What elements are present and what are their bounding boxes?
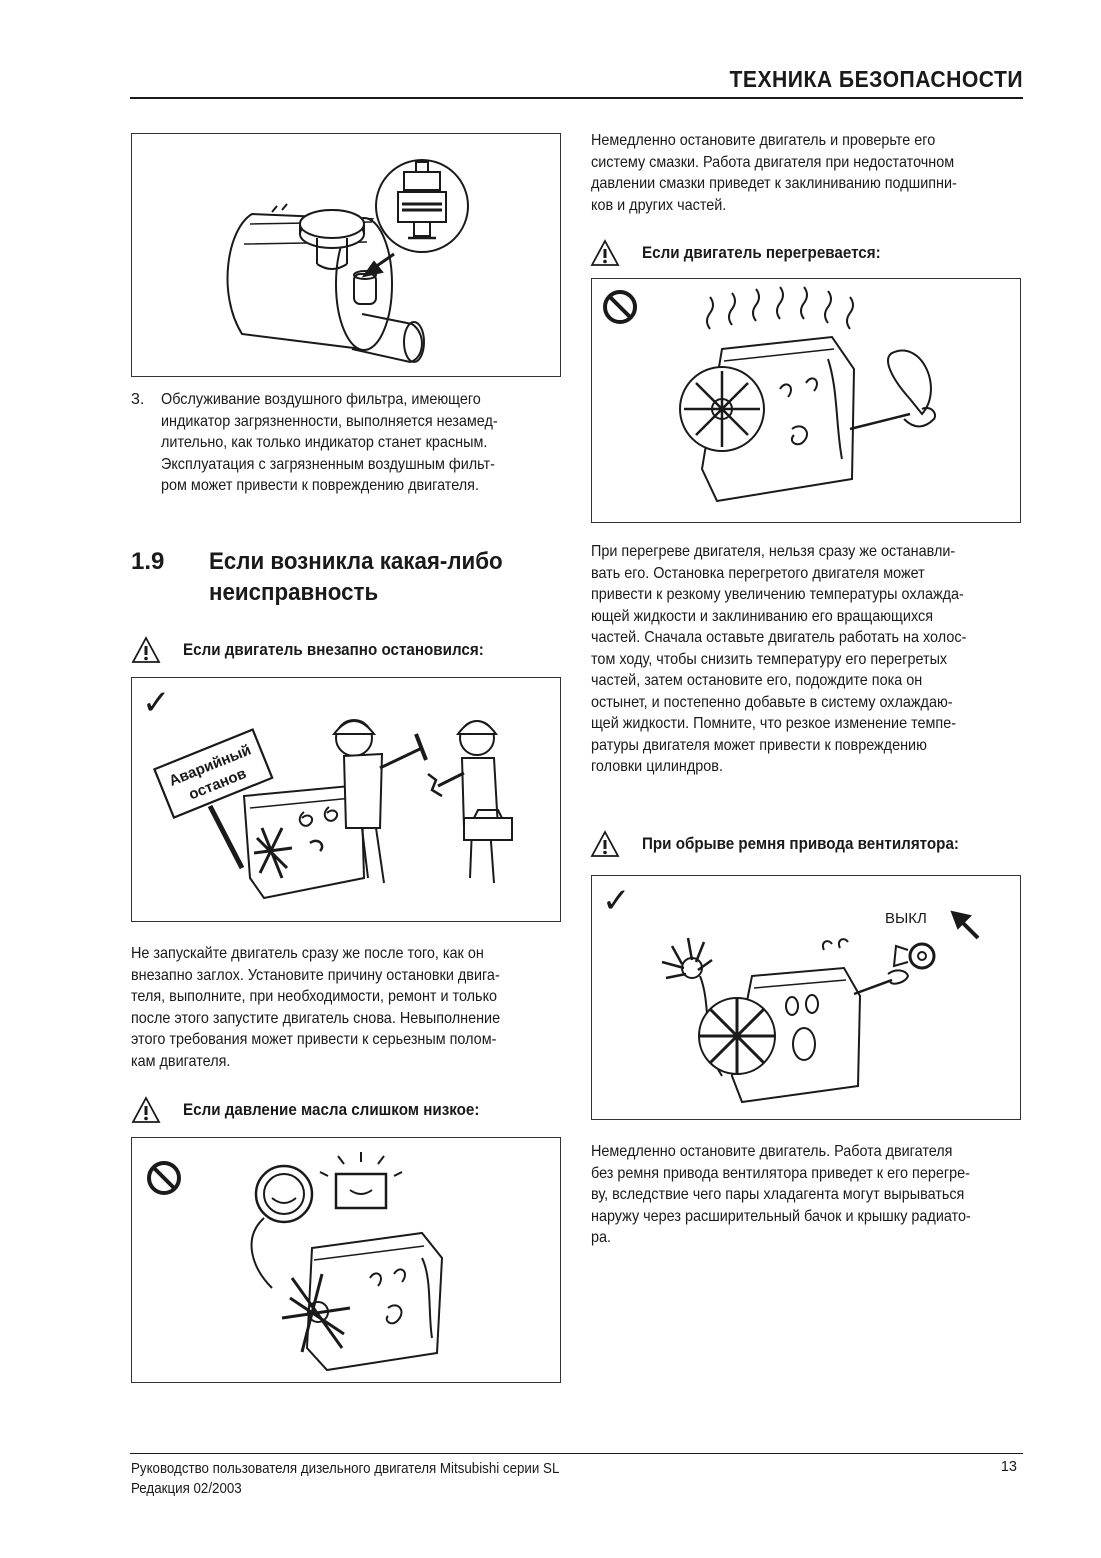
- fan-belt-illustration: ✓ ВЫКЛ: [591, 875, 1021, 1120]
- text-line: индикатор загрязненности, выполняется не…: [161, 412, 498, 430]
- text-line: давлении смазки приведет к заклиниванию …: [591, 175, 957, 192]
- header-rule: [130, 97, 1023, 99]
- overheat-text: При перегреве двигателя, нельзя сразу же…: [591, 541, 966, 778]
- warning-label: Если двигатель внезапно остановился:: [183, 640, 484, 659]
- warning-engine-stopped: Если двигатель внезапно остановился:: [131, 636, 510, 664]
- warning-label: Если давление масла слишком низкое:: [183, 1100, 480, 1119]
- text-line: ром может привести к повреждению двигате…: [161, 477, 479, 494]
- prohibition-icon: [147, 1161, 181, 1195]
- overheat-drawing: [603, 286, 936, 503]
- text-line: щей жидкости. Помните, что резкое измене…: [591, 715, 957, 732]
- prohibition-icon: [603, 290, 637, 324]
- check-mark-icon: ✓: [142, 684, 171, 722]
- section-number: 1.9: [131, 548, 165, 575]
- text-line: кам двигателя.: [131, 1052, 231, 1070]
- text-line: привести к резкому увеличению температур…: [591, 586, 964, 603]
- text-line: наружу через расширительный бачок и крыш…: [591, 1207, 971, 1225]
- check-mark-icon: ✓: [602, 882, 631, 920]
- text-line: лительно, как только индикатор станет кр…: [161, 434, 488, 451]
- warning-triangle-icon: [590, 239, 620, 266]
- text-line: головки цилиндров.: [591, 758, 723, 775]
- stopped-text: Не запускайте двигатель сразу же после т…: [131, 943, 500, 1072]
- warning-overheat: Если двигатель перегревается:: [590, 239, 901, 267]
- text-line: без ремня привода вентилятора приведет к…: [591, 1164, 970, 1182]
- low-oil-illustration: [131, 1137, 561, 1383]
- page-header-title: ТЕХНИКА БЕЗОПАСНОСТИ: [729, 66, 1023, 92]
- text-line: Эксплуатация с загрязненным воздушным фи…: [161, 455, 495, 473]
- text-line: Немедленно остановите двигатель и провер…: [591, 132, 936, 149]
- low-oil-drawing: [147, 1152, 444, 1372]
- text-line: частей, затем остановите его, подождите …: [591, 672, 923, 689]
- warning-label: При обрыве ремня привода вентилятора:: [642, 834, 959, 853]
- section-title: Если возникла какая-либо неисправность: [209, 546, 503, 608]
- text-line: ющей жидкости и заклиниванию его вращающ…: [591, 607, 933, 625]
- text-line: При перегреве двигателя, нельзя сразу же…: [591, 543, 956, 560]
- item-3-text: Обслуживание воздушного фильтра, имеющег…: [161, 389, 498, 497]
- text-line: остынет, и постепенно добавьте в систему…: [591, 693, 953, 711]
- text-line: вать его. Остановка перегретого двигател…: [591, 564, 925, 582]
- text-line: после этого запустите двигатель снова. Н…: [131, 1009, 501, 1027]
- footer-text: Руководство пользователя дизельного двиг…: [131, 1459, 559, 1499]
- warning-triangle-icon: [131, 636, 161, 663]
- text-line: ков и других частей.: [591, 196, 727, 214]
- text-line: ратуры двигателя может привести к повреж…: [591, 736, 927, 754]
- air-filter-illustration: [131, 133, 561, 377]
- text-line: этого требования может привести к серьез…: [131, 1031, 497, 1048]
- overheat-illustration: [591, 278, 1021, 523]
- text-line: Обслуживание воздушного фильтра, имеющег…: [161, 391, 481, 408]
- warning-triangle-icon: [131, 1096, 161, 1123]
- air-filter-drawing: [226, 159, 469, 364]
- text-line: ву, вследствие чего пары хладагента могу…: [591, 1186, 965, 1203]
- section-title-line: Если возникла какая-либо: [209, 548, 503, 575]
- section-title-line: неисправность: [209, 579, 379, 606]
- oil-text: Немедленно остановите двигатель и провер…: [591, 130, 957, 216]
- text-line: Не запускайте двигатель сразу же после т…: [131, 945, 484, 962]
- warning-low-oil: Если давление масла слишком низкое:: [131, 1096, 505, 1124]
- text-line: том ходу, чтобы снизить температуру его …: [591, 650, 948, 668]
- footer-edition: Редакция 02/2003: [131, 1481, 242, 1497]
- footer-manual-title: Руководство пользователя дизельного двиг…: [131, 1461, 560, 1477]
- page-number: 13: [1000, 1459, 1017, 1475]
- fan-belt-text: Немедленно остановите двигатель. Работа …: [591, 1141, 971, 1249]
- emergency-stop-illustration: ✓: [131, 677, 561, 922]
- off-label: ВЫКЛ: [885, 910, 927, 927]
- warning-triangle-icon: [590, 830, 620, 857]
- text-line: систему смазки. Работа двигателя при нед…: [591, 153, 955, 171]
- item-3-number: 3.: [131, 391, 145, 408]
- emergency-stop-drawing: Аварийный останов: [152, 719, 513, 900]
- warning-fan-belt: При обрыве ремня привода вентилятора:: [590, 830, 987, 858]
- text-line: частей. Сначала оставьте двигатель работ…: [591, 629, 967, 646]
- text-line: Немедленно остановите двигатель. Работа …: [591, 1143, 953, 1160]
- fan-belt-drawing: [661, 910, 980, 1104]
- text-line: ра.: [591, 1229, 612, 1246]
- text-line: теля, выполните, при необходимости, ремо…: [131, 988, 498, 1005]
- warning-label: Если двигатель перегревается:: [642, 243, 881, 262]
- footer-rule: [130, 1453, 1023, 1454]
- text-line: внезапно заглох. Установите причину оста…: [131, 966, 500, 984]
